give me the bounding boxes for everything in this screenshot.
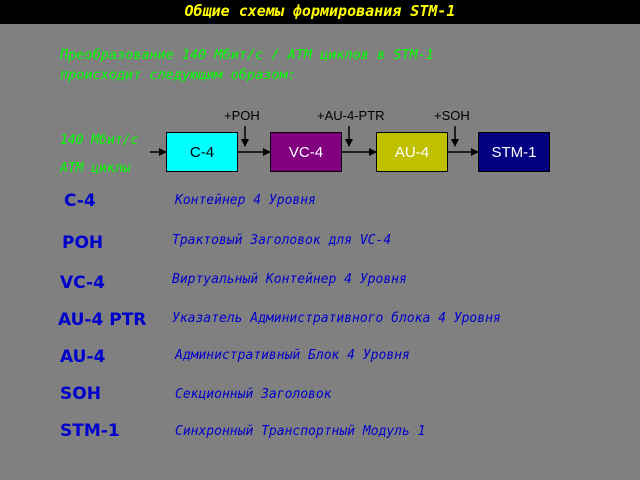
glossary-desc-soh: Секционный Заголовок [175, 387, 332, 402]
glossary-abbr-poh: POH [62, 233, 104, 253]
box-vc4-label: VC-4 [288, 143, 324, 161]
glossary-desc-stm1: Синхронный Транспортный Модуль 1 [175, 424, 426, 439]
glossary-desc-c4: Контейнер 4 Уровня [175, 193, 316, 208]
glossary-abbr-au4-ptr: AU-4 PTR [58, 310, 147, 330]
glossary-desc-au4-ptr: Указатель Административного блока 4 Уров… [172, 311, 501, 326]
input-label-atm: ATM циклы [60, 161, 131, 176]
glossary-desc-poh: Трактовый Заголовок для VC-4 [172, 233, 392, 248]
box-au4-label: AU-4 [394, 143, 430, 161]
glossary-abbr-vc4: VC-4 [60, 273, 105, 293]
box-au4: AU-4 [376, 132, 448, 172]
addition-soh: +SOH [434, 108, 470, 123]
input-label-rate: 140 Мбит/с [60, 133, 139, 148]
glossary-abbr-au4: AU-4 [60, 347, 106, 367]
box-stm1: STM-1 [478, 132, 550, 172]
box-vc4: VC-4 [270, 132, 342, 172]
intro-line-2: происходит следующим образом: [60, 67, 296, 83]
box-c4-label: C-4 [189, 143, 215, 161]
glossary-abbr-c4: C-4 [64, 191, 96, 211]
addition-poh: +POH [224, 108, 260, 123]
glossary-abbr-soh: SOH [60, 384, 101, 404]
page-title: Общие схемы формирования STM-1 [184, 2, 456, 20]
box-c4: C-4 [166, 132, 238, 172]
addition-au4-ptr: +AU-4-PTR [317, 108, 385, 123]
title-bar [0, 0, 640, 24]
glossary-desc-au4: Административный Блок 4 Уровня [175, 348, 410, 363]
glossary-desc-vc4: Виртуальный Контейнер 4 Уровня [172, 272, 407, 287]
glossary-abbr-stm1: STM-1 [60, 421, 120, 441]
intro-line-1: Преобразование 140 Мбит/с / ATM циклов в… [60, 47, 434, 63]
box-stm1-label: STM-1 [491, 143, 537, 161]
